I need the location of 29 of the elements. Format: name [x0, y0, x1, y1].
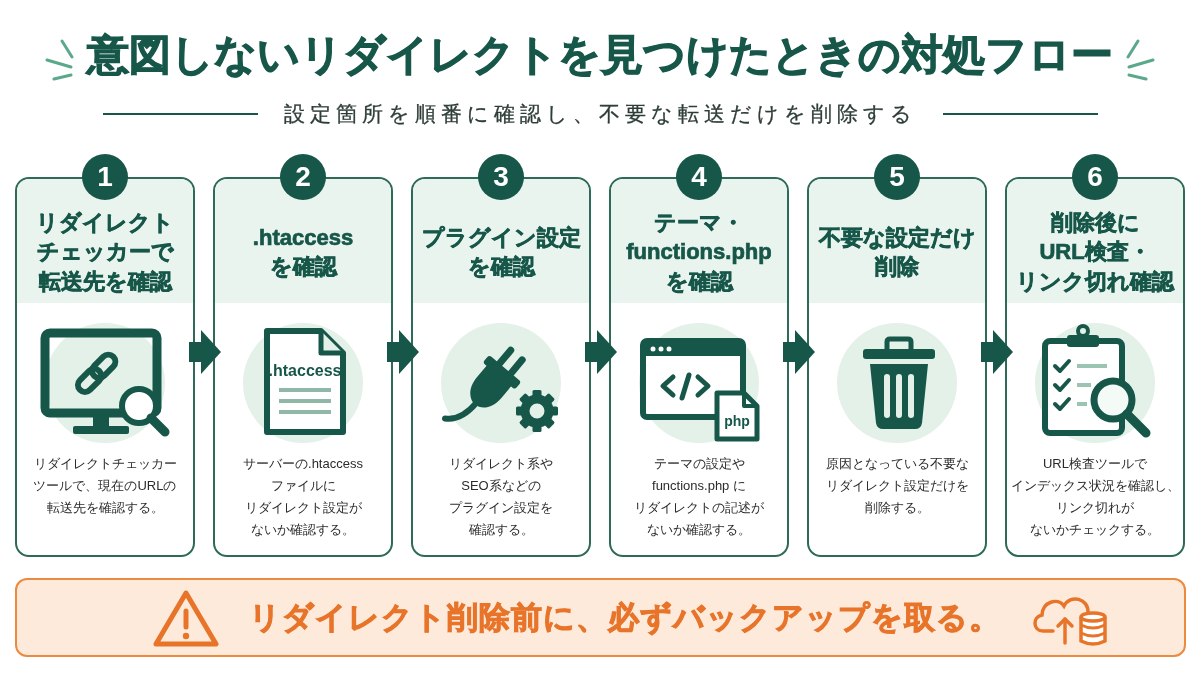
step-description: URL検査ツールでインデックス状況を確認し、リンク切れがないかチェックする。: [1009, 455, 1181, 539]
step-heading: プラグイン設定を確認: [420, 223, 582, 281]
file-label: php: [724, 414, 750, 430]
step-description: テーマの設定やfunctions.php にリダイレクトの記述がないか確認する。: [633, 455, 765, 539]
flow-arrow: [189, 330, 221, 374]
step-description: サーバーの.htaccess ファイルにリダイレクト設定がないか確認する。: [242, 455, 364, 539]
step-number-badge: 1: [82, 154, 128, 200]
flow-arrow: [585, 330, 617, 374]
step-heading: 不要な設定だけ削除: [817, 223, 977, 281]
subtitle: 設定箇所を順番に確認し、不要な転送だけを削除する: [283, 101, 917, 127]
warning-banner: [15, 578, 1186, 657]
step-number-badge: 5: [874, 154, 920, 200]
file-label: .htaccess: [268, 362, 342, 380]
step-number-badge: 3: [478, 154, 524, 200]
flow-arrow: [387, 330, 419, 374]
title: 意図しないリダイレクトを見つけたときの対処フロー: [87, 30, 1113, 80]
flow-arrow: [981, 330, 1013, 374]
step-heading: .htaccessを確認: [251, 223, 355, 281]
step-description: 原因となっている不要なリダイレクト設定だけを削除する。: [824, 455, 970, 517]
step-number-badge: 6: [1072, 154, 1118, 200]
step-number-badge: 4: [676, 154, 722, 200]
warning-text: リダイレクト削除前に、必ずバックアップを取る。: [248, 598, 1001, 637]
step-number-badge: 2: [280, 154, 326, 200]
step-heading: リダイレクトチェッカーで転送先を確認: [35, 209, 175, 296]
step-heading: テーマ・functions.phpを確認: [625, 209, 773, 296]
step-description: リダイレクトチェッカーツールで、現在のURLの転送先を確認する。: [32, 455, 178, 517]
step-description: リダイレクト系やSEO系などのプラグイン設定を確認する。: [448, 455, 554, 539]
flow-arrow: [783, 330, 815, 374]
step-heading: 削除後にURL検査・リンク切れ確認: [1015, 209, 1176, 296]
